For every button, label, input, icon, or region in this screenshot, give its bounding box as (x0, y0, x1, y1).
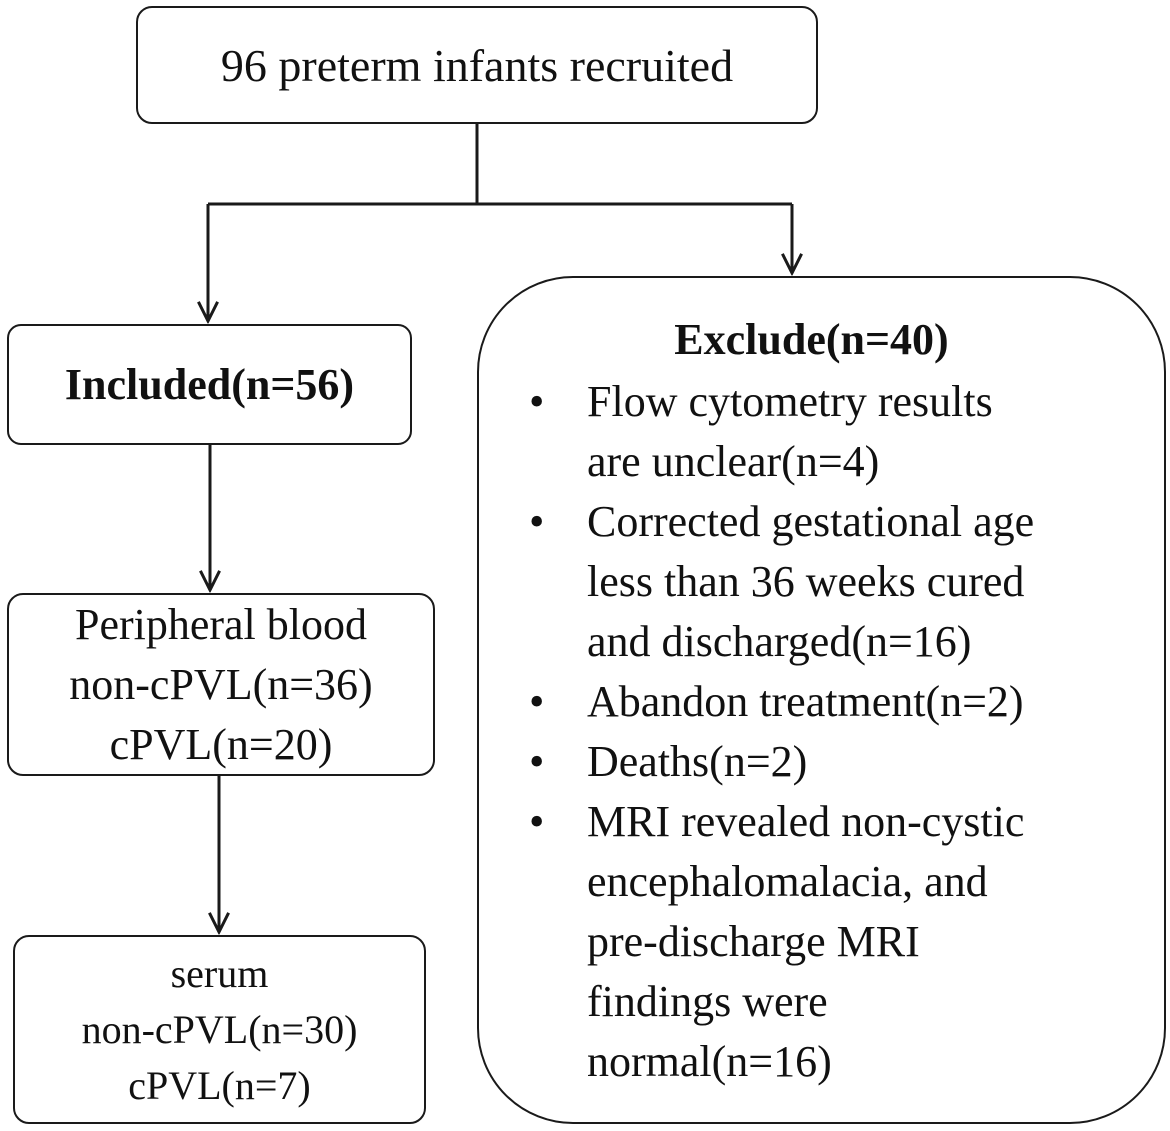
exclude-item-line: pre-discharge MRI (587, 917, 920, 966)
exclude-item-line: Deaths(n=2) (587, 737, 808, 786)
included-box: Included(n=56) (7, 324, 412, 445)
serum-cpvl: cPVL(n=7) (128, 1062, 311, 1108)
exclude-item: • Deaths(n=2) (479, 732, 1164, 792)
included-text: Included(n=56) (64, 360, 355, 409)
bullet-icon: • (529, 377, 545, 426)
exclude-item-line: less than 36 weeks cured (587, 557, 1025, 606)
bullet-icon: • (529, 497, 545, 546)
recruited-text: 96 preterm infants recruited (220, 39, 734, 91)
exclude-item-line: Corrected gestational age (587, 497, 1035, 546)
blood-non-cpvl: non-cPVL(n=36) (69, 659, 373, 709)
exclude-box: Exclude(n=40) • Flow cytometry results are… (477, 276, 1166, 1124)
serum-non-cpvl: non-cPVL(n=30) (81, 1006, 358, 1052)
exclude-item-line: and discharged(n=16) (587, 617, 972, 666)
exclude-title: Exclude(n=40) (674, 315, 949, 364)
exclude-item: • Abandon treatment(n=2) (479, 672, 1164, 732)
bullet-icon: • (529, 737, 545, 786)
serum-title: serum (170, 950, 269, 996)
exclude-item-line: Flow cytometry results (587, 377, 993, 426)
exclude-item: • MRI revealed non-cystic encephalomalacia… (479, 792, 1164, 1092)
exclude-item: • Flow cytometry results are unclear(n=4) (479, 372, 1164, 492)
serum-box: serum non-cPVL(n=30) cPVL(n=7) (13, 935, 426, 1124)
blood-title: Peripheral blood (74, 599, 368, 649)
exclude-item-line: Abandon treatment(n=2) (587, 677, 1024, 726)
recruited-box: 96 preterm infants recruited (136, 6, 818, 124)
exclude-item-line: are unclear(n=4) (587, 437, 880, 486)
exclude-item-line: normal(n=16) (587, 1037, 832, 1086)
bullet-icon: • (529, 797, 545, 846)
exclude-item-line: findings were (587, 977, 828, 1026)
bullet-icon: • (529, 677, 545, 726)
exclude-item: • Corrected gestational age less than 36 w… (479, 492, 1164, 672)
exclude-item-line: MRI revealed non-cystic (587, 797, 1025, 846)
peripheral-blood-box: Peripheral blood non-cPVL(n=36) cPVL(n=2… (7, 593, 435, 776)
blood-cpvl: cPVL(n=20) (109, 719, 333, 769)
exclude-item-line: encephalomalacia, and (587, 857, 988, 906)
